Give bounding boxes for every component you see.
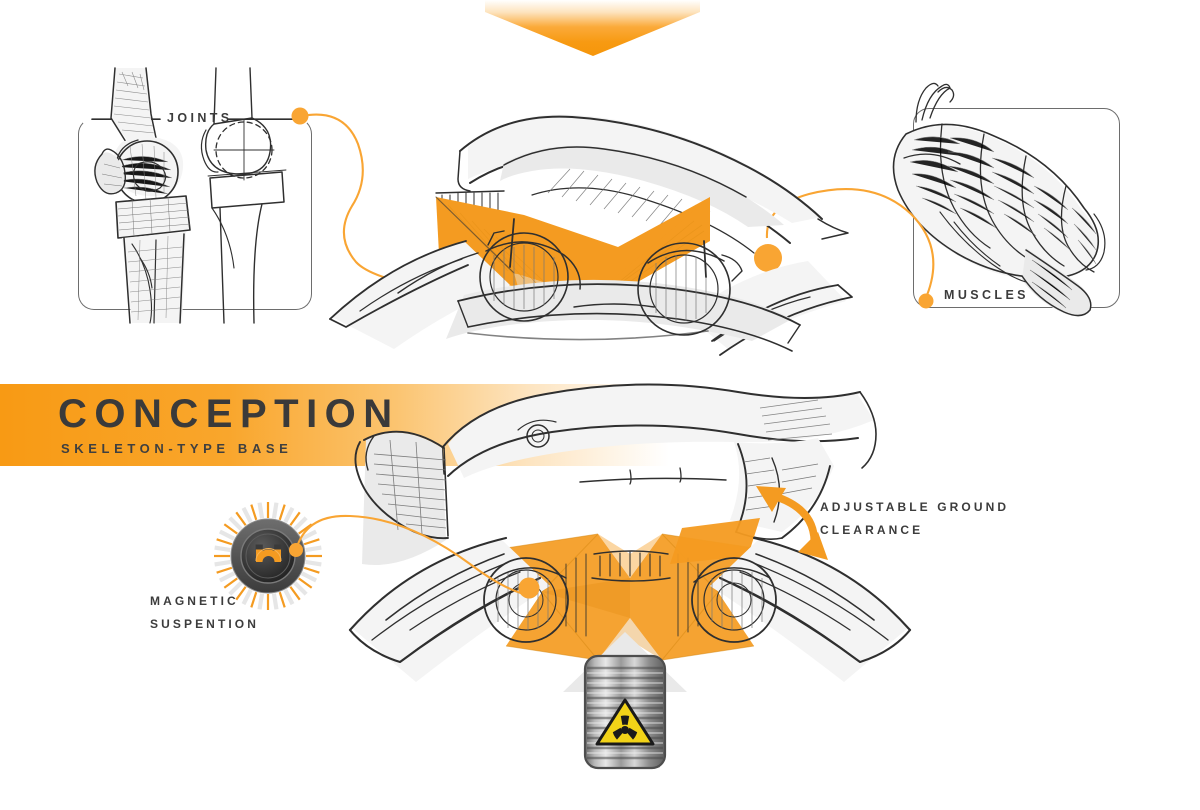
page-title: CONCEPTION bbox=[58, 392, 400, 436]
clearance-label-line2: CLEARANCE bbox=[820, 523, 924, 537]
page-subtitle: SKELETON-TYPE BASE bbox=[61, 441, 293, 456]
magnet-icon bbox=[212, 500, 324, 612]
muscles-label: MUSCLES bbox=[944, 288, 1029, 302]
magnetic-suspension-connector bbox=[286, 508, 556, 603]
clearance-label-line1: ADJUSTABLE GROUND bbox=[820, 500, 1010, 514]
upper-vehicle-figure bbox=[318, 105, 868, 356]
chevron-down-icon bbox=[485, 0, 700, 56]
magnetic-suspension-label-line2: SUSPENTION bbox=[150, 617, 260, 631]
joints-panel-frame bbox=[78, 118, 312, 310]
muscles-figure bbox=[880, 62, 1130, 317]
radiation-hazard-icon bbox=[595, 698, 655, 746]
battery-icon bbox=[556, 630, 694, 770]
joints-label: JOINTS bbox=[167, 111, 233, 125]
joints-figure bbox=[70, 67, 320, 324]
magnetic-suspension-label-line1: MAGNETIC bbox=[150, 594, 239, 608]
curved-double-arrow-icon bbox=[750, 474, 840, 570]
